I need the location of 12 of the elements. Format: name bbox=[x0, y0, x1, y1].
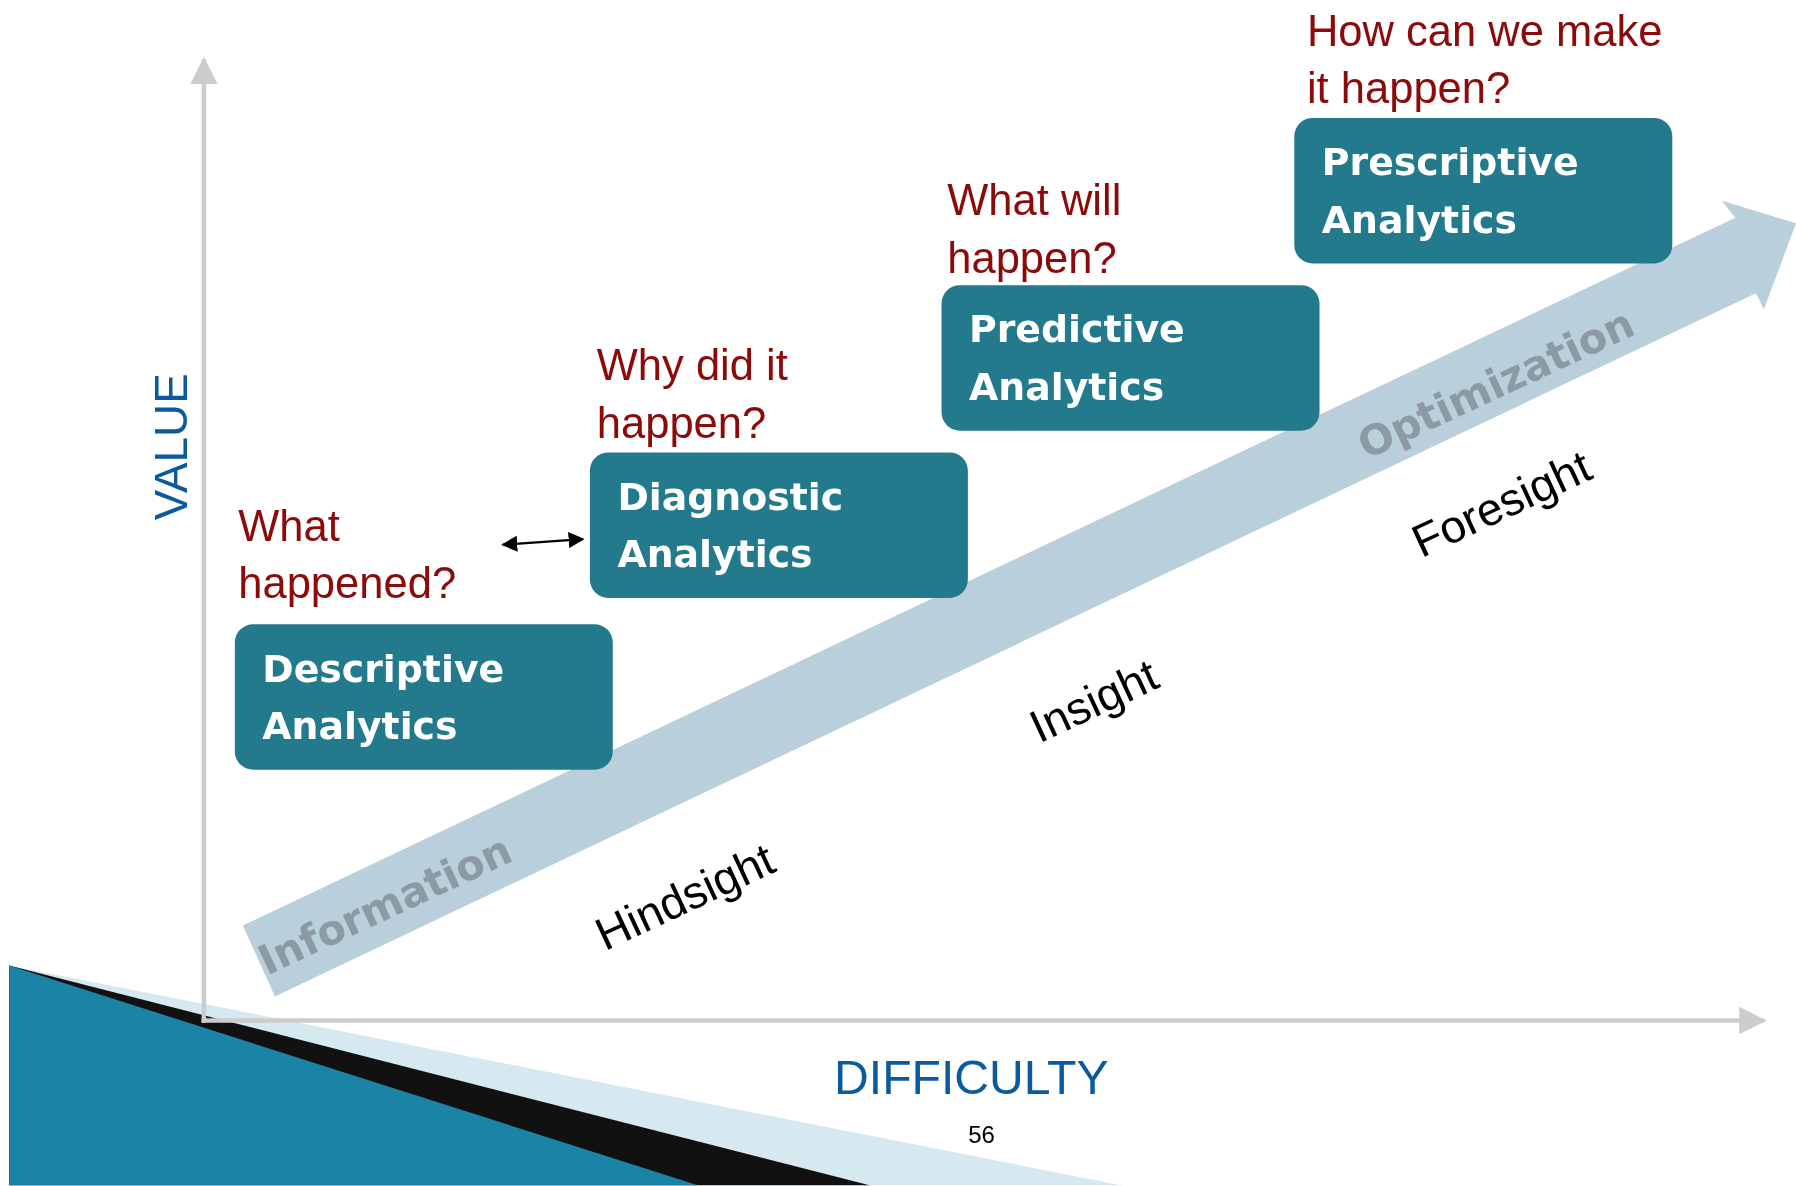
question-text: What happened? bbox=[238, 500, 458, 610]
analytics-box: Diagnostic Analytics bbox=[589, 452, 968, 598]
page-number: 56 bbox=[968, 1121, 995, 1149]
axis-label: VALUE bbox=[146, 373, 198, 521]
question-text: How can we make it happen? bbox=[1306, 5, 1664, 115]
analytics-box: Prescriptive Analytics bbox=[1294, 118, 1673, 264]
analytics-box: Descriptive Analytics bbox=[234, 624, 613, 770]
double-arrow bbox=[501, 532, 585, 552]
question-text: Why did it happen? bbox=[596, 340, 789, 449]
question-text: What will happen? bbox=[947, 175, 1123, 284]
axis-label: DIFFICULTY bbox=[834, 1050, 1109, 1106]
analytics-box: Predictive Analytics bbox=[941, 285, 1320, 431]
